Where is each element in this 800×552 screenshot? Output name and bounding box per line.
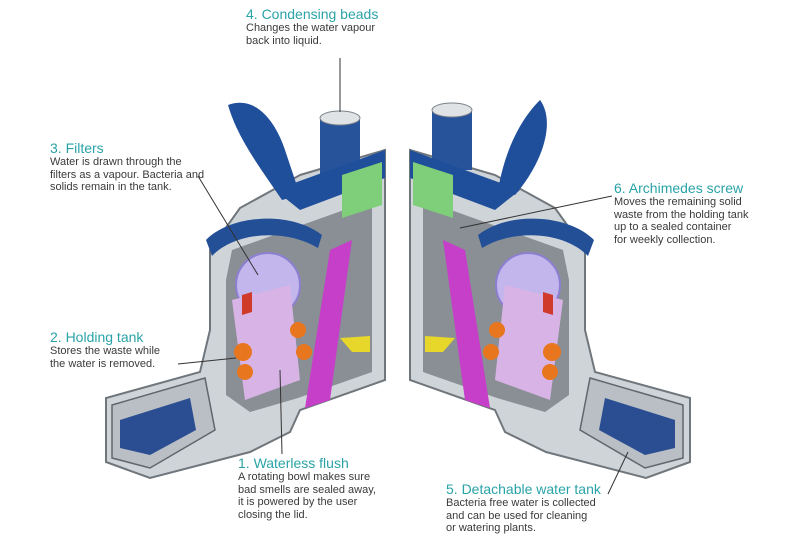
right-roller-2 [542,364,558,380]
label-archimedes-screw: 6. Archimedes screw Moves the remaining … [614,180,794,246]
left-roller-1 [234,343,252,361]
label-description: Bacteria free water is collected and can… [446,497,646,535]
right-toilet-half [410,100,690,478]
label-title: 4. Condensing beads [246,6,446,22]
label-description: Moves the remaining solid waste from the… [614,196,794,246]
label-title: 2. Holding tank [50,329,210,345]
label-waterless-flush: 1. Waterless flush A rotating bowl makes… [238,455,428,521]
right-roller-3 [489,322,505,338]
left-roller-3 [290,322,306,338]
label-holding-tank: 2. Holding tank Stores the waste while t… [50,329,210,370]
right-condenser-top [432,103,472,117]
left-condenser-top [320,111,360,125]
right-lid [498,100,547,195]
label-description: A rotating bowl makes sure bad smells ar… [238,471,428,521]
label-detachable-water-tank: 5. Detachable water tank Bacteria free w… [446,481,646,535]
label-title: 1. Waterless flush [238,455,428,471]
left-lid [228,103,300,200]
left-red-seal [242,292,252,315]
label-condensing-beads: 4. Condensing beads Changes the water va… [246,6,446,47]
left-roller-4 [296,344,312,360]
label-description: Water is drawn through the filters as a … [50,156,220,194]
right-roller-4 [483,344,499,360]
right-red-seal [543,292,553,315]
label-description: Stores the waste while the water is remo… [50,345,210,370]
label-filters: 3. Filters Water is drawn through the fi… [50,140,220,194]
label-description: Changes the water vapour back into liqui… [246,22,446,47]
label-title: 6. Archimedes screw [614,180,794,196]
left-roller-2 [237,364,253,380]
label-title: 3. Filters [50,140,220,156]
label-title: 5. Detachable water tank [446,481,646,497]
right-roller-1 [543,343,561,361]
